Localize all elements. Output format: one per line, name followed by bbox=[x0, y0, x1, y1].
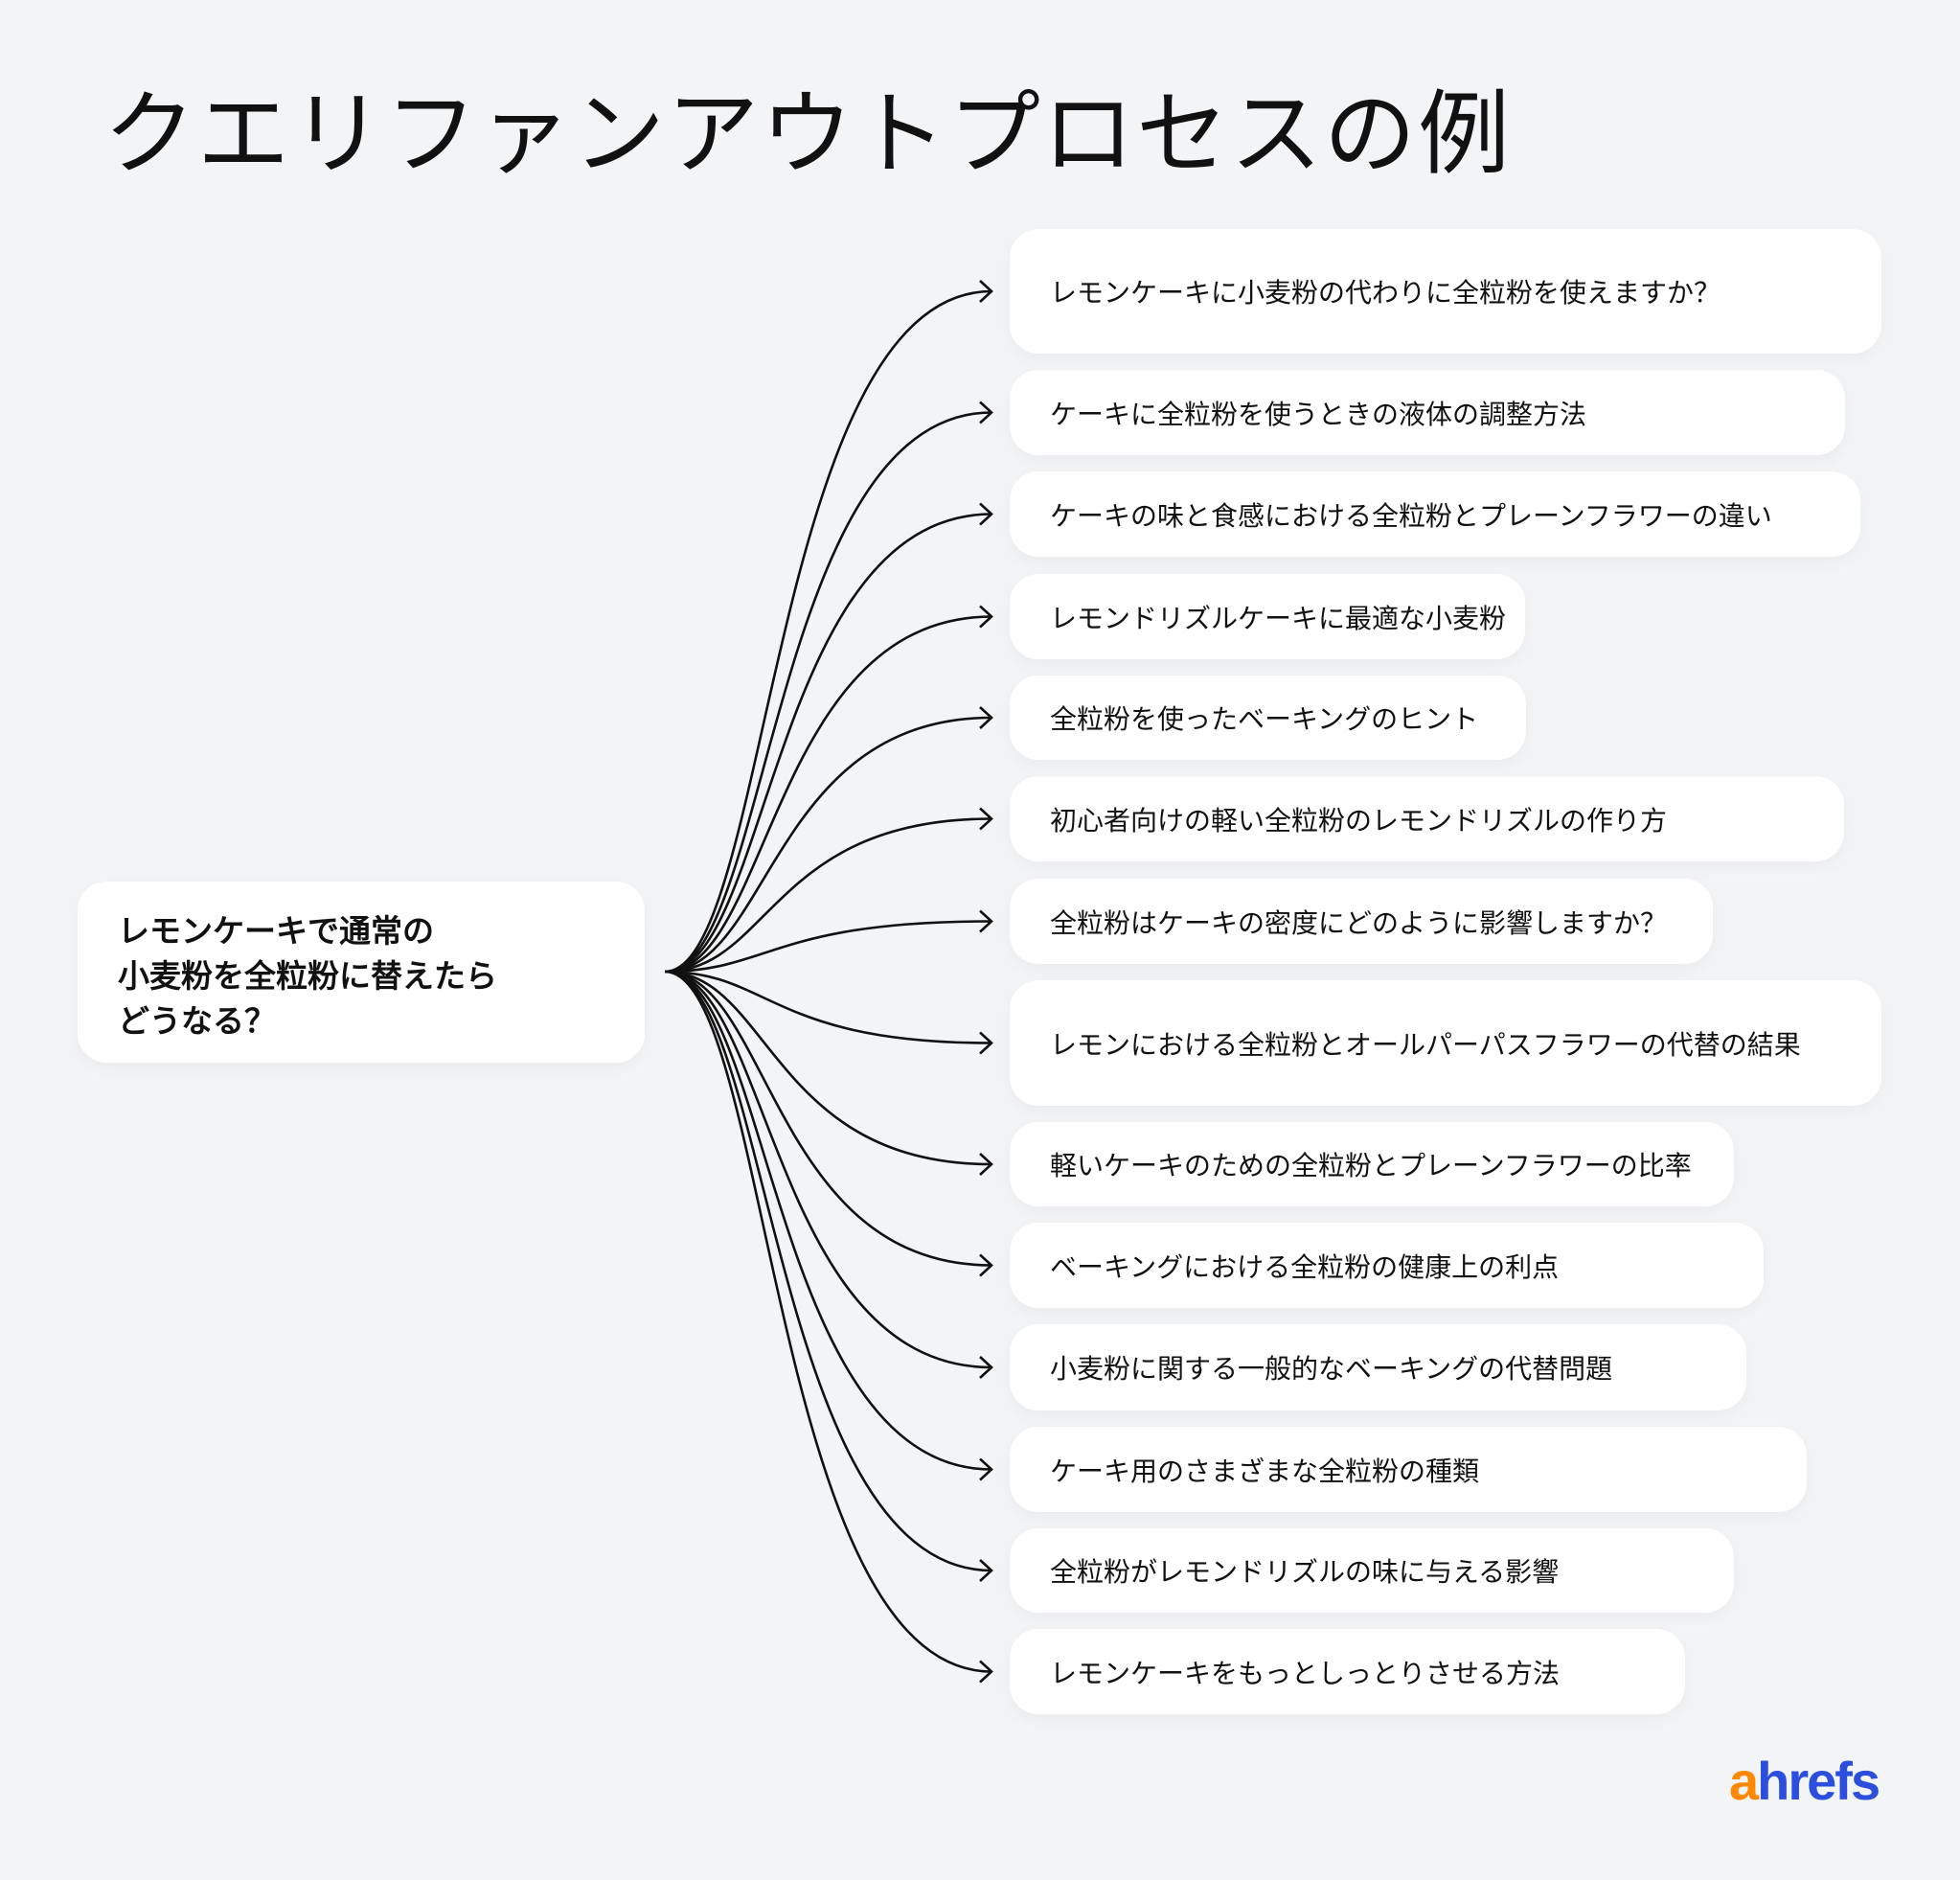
arrow-head-icon bbox=[979, 502, 993, 526]
arrow-head-icon bbox=[979, 1559, 993, 1582]
query-node: ベーキングにおける全粒粉の健康上の利点 bbox=[1010, 1223, 1764, 1308]
arrow-head-icon bbox=[979, 605, 993, 629]
query-node: レモンケーキに小麦粉の代わりに全粒粉を使えますか？ bbox=[1010, 229, 1881, 354]
arrow-head-icon bbox=[979, 807, 993, 831]
query-node: ケーキ用のさまざまな全粒粉の種類 bbox=[1010, 1427, 1807, 1512]
query-node: レモンケーキをもっとしっとりさせる方法 bbox=[1010, 1629, 1685, 1714]
query-node: ケーキに全粒粉を使うときの液体の調整方法 bbox=[1010, 370, 1845, 455]
arrow-head-icon bbox=[979, 1031, 993, 1055]
query-node: レモンにおける全粒粉とオールパーパスフラワーの代替の結果 bbox=[1010, 980, 1881, 1106]
query-node: 全粒粉を使ったベーキングのヒント bbox=[1010, 676, 1526, 760]
query-text: ベーキングにおける全粒粉の健康上の利点 bbox=[1050, 1250, 1560, 1283]
query-text: ケーキに全粒粉を使うときの液体の調整方法 bbox=[1050, 398, 1587, 430]
connector-curve bbox=[664, 411, 992, 974]
query-text: レモンケーキをもっとしっとりさせる方法 bbox=[1050, 1657, 1561, 1689]
query-node: 全粒粉はケーキの密度にどのように影響しますか？ bbox=[1010, 879, 1713, 964]
connector-curve bbox=[664, 970, 992, 1166]
connector-curve bbox=[664, 716, 992, 974]
query-text: レモンにおける全粒粉とオールパーパスフラワーの代替の結果 bbox=[1050, 1028, 1801, 1061]
query-text: 全粒粉を使ったベーキングのヒント bbox=[1050, 703, 1479, 735]
arrow-head-icon bbox=[979, 1253, 993, 1277]
ahrefs-logo: ahrefs bbox=[1729, 1750, 1880, 1812]
arrow-head-icon bbox=[979, 1660, 993, 1684]
logo-a: a bbox=[1729, 1751, 1759, 1811]
query-node: ケーキの味と食感における全粒粉とプレーンフラワーの違い bbox=[1010, 471, 1860, 557]
connector-curve bbox=[664, 970, 992, 1673]
query-text: 全粒粉がレモンドリズルの味に与える影響 bbox=[1050, 1556, 1560, 1588]
query-text: 全粒粉はケーキの密度にどのように影響しますか？ bbox=[1050, 906, 1668, 939]
connector-curve bbox=[664, 970, 992, 1044]
arrow-head-icon bbox=[979, 909, 993, 933]
arrow-head-icon bbox=[979, 706, 993, 729]
query-text: レモンケーキに小麦粉の代わりに全粒粉を使えますか？ bbox=[1050, 277, 1721, 309]
query-node: 初心者向けの軽い全粒粉のレモンドリズルの作り方 bbox=[1010, 776, 1844, 861]
connector-curve bbox=[664, 513, 992, 974]
query-text: ケーキ用のさまざまな全粒粉の種類 bbox=[1050, 1455, 1480, 1487]
arrow-head-icon bbox=[979, 1356, 993, 1379]
arrow-head-icon bbox=[979, 401, 993, 424]
connector-curve bbox=[664, 970, 992, 1572]
connector-curve bbox=[664, 615, 992, 974]
root-query-node: レモンケーキで通常の 小麦粉を全粒粉に替えたら どうなる？ bbox=[78, 882, 645, 1063]
arrow-head-icon bbox=[979, 1153, 993, 1176]
page-title: クエリファンアウトプロセスの例 bbox=[103, 80, 1512, 188]
connector-curve bbox=[664, 817, 992, 974]
query-text: レモンドリズルケーキに最適な小麦粉 bbox=[1050, 602, 1507, 634]
query-node: レモンドリズルケーキに最適な小麦粉 bbox=[1010, 574, 1525, 659]
connector-curve bbox=[664, 289, 992, 974]
query-text: 小麦粉に関する一般的なベーキングの代替問題 bbox=[1050, 1353, 1613, 1385]
connector-curve bbox=[664, 970, 992, 1471]
query-node: 軽いケーキのための全粒粉とプレーンフラワーの比率 bbox=[1010, 1122, 1734, 1206]
query-text: 初心者向けの軽い全粒粉のレモンドリズルの作り方 bbox=[1050, 804, 1668, 837]
connector-curve bbox=[664, 970, 992, 1369]
query-node: 小麦粉に関する一般的なベーキングの代替問題 bbox=[1010, 1324, 1746, 1410]
query-text: ケーキの味と食感における全粒粉とプレーンフラワーの違い bbox=[1050, 499, 1772, 532]
arrow-head-icon bbox=[979, 1457, 993, 1481]
query-node: 全粒粉がレモンドリズルの味に与える影響 bbox=[1010, 1528, 1734, 1613]
logo-rest: hrefs bbox=[1757, 1751, 1880, 1811]
arrow-head-icon bbox=[979, 280, 993, 303]
query-text: 軽いケーキのための全粒粉とプレーンフラワーの比率 bbox=[1050, 1150, 1692, 1181]
root-query-text: レモンケーキで通常の 小麦粉を全粒粉に替えたら どうなる？ bbox=[118, 912, 497, 1040]
connector-curve bbox=[664, 970, 992, 1267]
connector-curve bbox=[664, 920, 992, 974]
